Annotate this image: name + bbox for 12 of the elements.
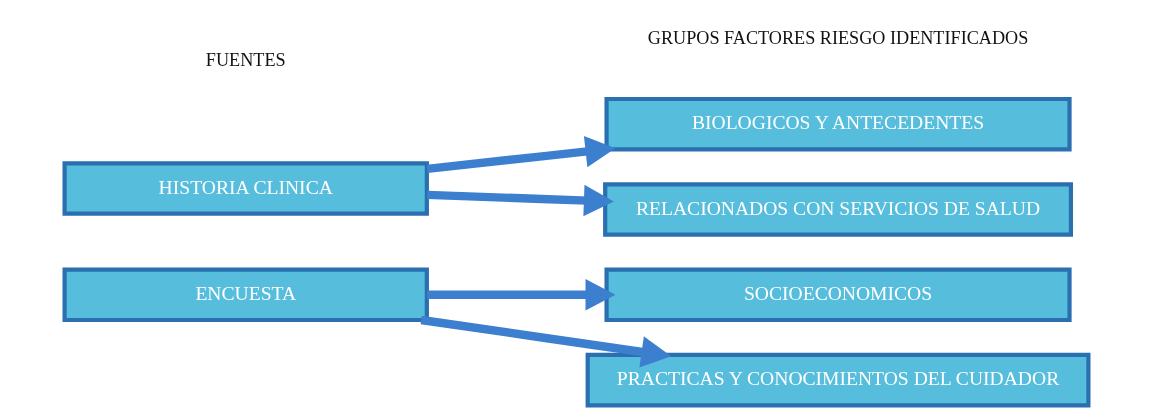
label: FUENTES [205, 50, 286, 70]
arrow [426, 184, 614, 217]
node-box: ENCUESTA [62, 267, 429, 323]
arrow [426, 135, 615, 174]
label: GRUPOS FACTORES RIESGO IDENTIFICADOS [647, 27, 1028, 48]
arrow [420, 315, 671, 368]
node-box: HISTORIA CLINICA [62, 161, 429, 216]
node-box: RELACIONADOS CON SERVICIOS DE SALUD [602, 182, 1073, 237]
node-box: PRACTICAS Y CONOCIMIENTOS DEL CUIDADOR [585, 352, 1090, 408]
node-box: SOCIOECONOMICOS [603, 267, 1072, 323]
arrow [426, 279, 615, 311]
node-box: BIOLOGICOS Y ANTECEDENTES [603, 96, 1072, 152]
